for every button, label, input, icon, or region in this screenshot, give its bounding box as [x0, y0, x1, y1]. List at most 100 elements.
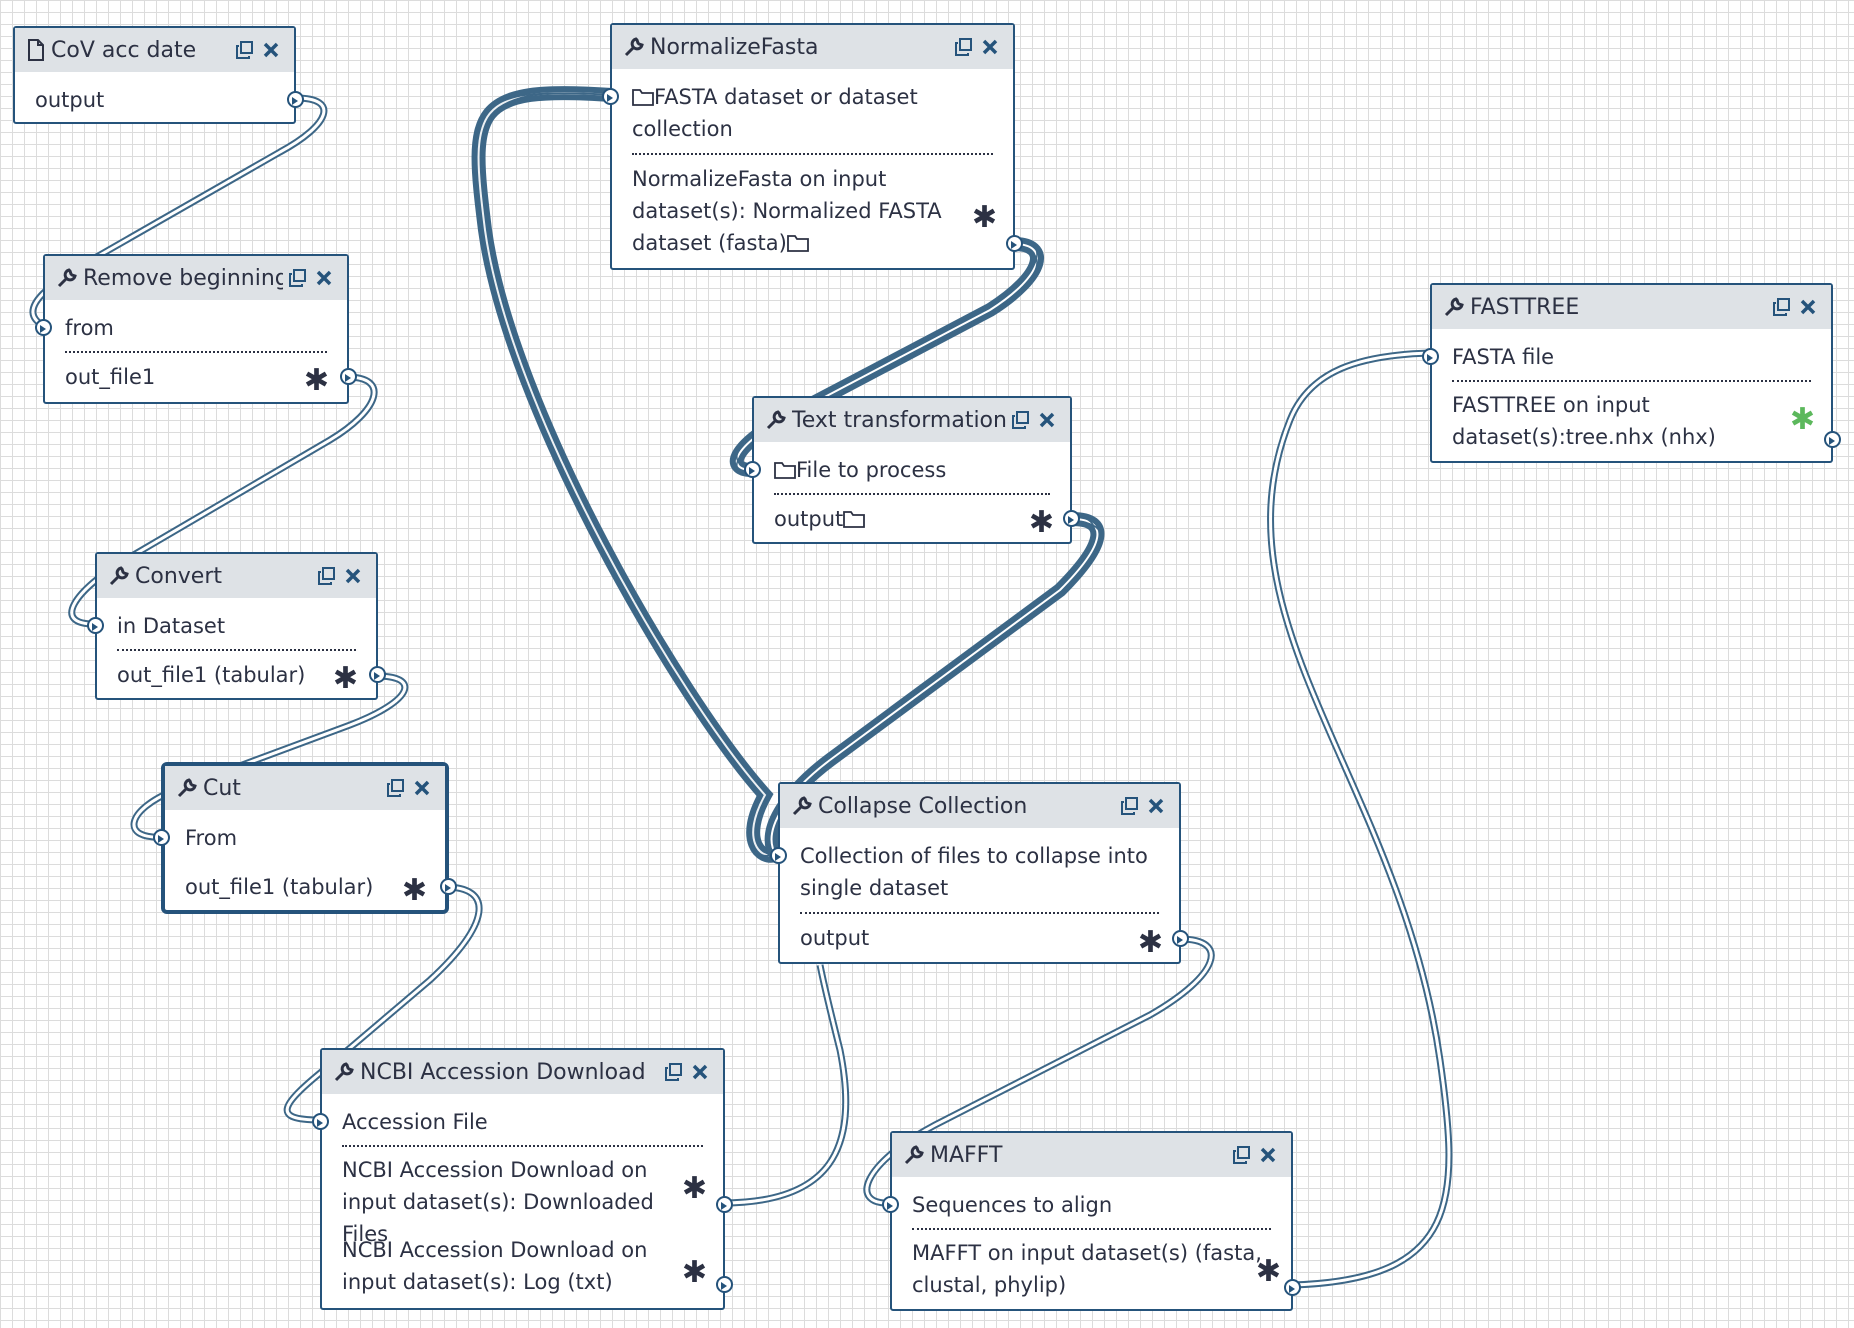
copy-icon[interactable] [234, 39, 256, 61]
output-terminal[interactable] [369, 666, 386, 683]
node-ncbi-accession-download[interactable]: NCBI Accession Download Accession File N… [312, 1048, 733, 1310]
output-terminal[interactable] [287, 91, 304, 108]
separator [774, 493, 1050, 495]
copy-icon[interactable] [287, 267, 309, 289]
output-terminal[interactable] [1284, 1279, 1301, 1296]
wrench-icon [904, 1145, 924, 1165]
node-title: NCBI Accession Download [360, 1059, 646, 1085]
node-cov-acc-date[interactable]: CoV acc date output [13, 26, 304, 124]
input-terminal[interactable] [882, 1196, 899, 1213]
output-terminal[interactable] [1063, 510, 1080, 527]
wrench-icon [334, 1062, 354, 1082]
folder-icon [786, 235, 809, 252]
node-collapse-collection[interactable]: Collapse Collection Collection of files … [770, 782, 1189, 964]
asterisk-icon[interactable]: ✱ [401, 873, 427, 908]
node-header[interactable]: FASTTREE [1432, 285, 1831, 329]
input-terminal[interactable] [87, 617, 104, 634]
output-terminal[interactable] [440, 878, 457, 895]
node-normalize-fasta[interactable]: NormalizeFasta FASTA dataset or dataset … [602, 23, 1023, 270]
asterisk-icon[interactable]: ✱ [332, 661, 358, 696]
asterisk-icon[interactable]: ✱ [1789, 402, 1815, 437]
node-cut[interactable]: Cut From out_file1 (tabular) ✱ [153, 762, 457, 914]
node-title: Collapse Collection [818, 793, 1028, 819]
input-terminal[interactable] [35, 319, 52, 336]
node-convert[interactable]: Convert in Dataset out_file1 (tabular) ✱ [87, 552, 386, 700]
input-terminal[interactable] [770, 847, 787, 864]
output-label-line2: clustal, phylip) [912, 1273, 1067, 1297]
wire-ncbi-collapse [721, 964, 850, 1207]
node-header[interactable]: Remove beginning [45, 256, 347, 300]
node-header[interactable]: Convert [97, 554, 376, 598]
output-label-line2: input dataset(s): Log (txt) [342, 1270, 613, 1294]
node-header[interactable]: NCBI Accession Download [322, 1050, 723, 1094]
output-terminal[interactable] [340, 368, 357, 385]
input-terminal[interactable] [744, 461, 761, 478]
copy-icon[interactable] [663, 1061, 685, 1083]
output-label-line1: MAFFT on input dataset(s) (fasta, [912, 1241, 1262, 1265]
input-label: Accession File [342, 1110, 488, 1134]
asterisk-icon[interactable]: ✱ [303, 363, 329, 398]
input-label-line1: FASTA dataset or dataset [632, 81, 993, 113]
asterisk-icon[interactable]: ✱ [681, 1171, 707, 1206]
output-terminal[interactable] [1006, 235, 1023, 252]
node-header[interactable]: Text transformation [754, 398, 1070, 442]
input-label: From [185, 826, 238, 850]
input-terminal[interactable] [602, 88, 619, 105]
output-terminal[interactable] [716, 1196, 733, 1213]
asterisk-icon[interactable]: ✱ [1255, 1254, 1281, 1289]
node-header[interactable]: Collapse Collection [780, 784, 1179, 828]
copy-icon[interactable] [1771, 296, 1793, 318]
output-terminal[interactable] [716, 1276, 733, 1293]
close-icon[interactable] [1257, 1144, 1279, 1166]
node-header[interactable]: CoV acc date [15, 28, 294, 72]
copy-icon[interactable] [385, 777, 407, 799]
asterisk-icon[interactable]: ✱ [1137, 925, 1163, 960]
node-header[interactable]: MAFFT [892, 1133, 1291, 1177]
node-header[interactable]: Cut [165, 766, 445, 810]
input-terminal[interactable] [312, 1113, 329, 1130]
copy-icon[interactable] [316, 565, 338, 587]
wrench-icon [109, 566, 129, 586]
wrench-icon [792, 796, 812, 816]
close-icon[interactable] [979, 36, 1001, 58]
output-label-line3: dataset (fasta) [632, 227, 993, 259]
close-icon[interactable] [411, 777, 433, 799]
input-label-line1: Collection of files to collapse into [800, 844, 1148, 868]
copy-icon[interactable] [1119, 795, 1141, 817]
output-label: out_file1 [65, 365, 156, 389]
asterisk-icon[interactable]: ✱ [971, 200, 997, 235]
input-terminal[interactable] [1422, 348, 1439, 365]
close-icon[interactable] [342, 565, 364, 587]
output-label-line1: NCBI Accession Download on [342, 1158, 648, 1182]
close-icon[interactable] [313, 267, 335, 289]
node-remove-beginning[interactable]: Remove beginning from out_file1 ✱ [35, 254, 357, 404]
separator [632, 153, 993, 155]
wrench-icon [177, 778, 197, 798]
close-icon[interactable] [1036, 409, 1058, 431]
close-icon[interactable] [689, 1061, 711, 1083]
asterisk-icon[interactable]: ✱ [681, 1255, 707, 1290]
close-icon[interactable] [260, 39, 282, 61]
copy-icon[interactable] [953, 36, 975, 58]
node-text-transformation[interactable]: Text transformation File to process outp… [744, 396, 1080, 544]
output-terminal[interactable] [1172, 930, 1189, 947]
input-label-text: File to process [796, 458, 947, 482]
copy-icon[interactable] [1010, 409, 1032, 431]
node-mafft[interactable]: MAFFT Sequences to align MAFFT on input … [882, 1131, 1301, 1311]
node-title: Text transformation [792, 407, 1006, 433]
copy-icon[interactable] [1231, 1144, 1253, 1166]
input-label-line2: collection [632, 117, 733, 141]
output-terminal[interactable] [1824, 431, 1841, 448]
folder-icon [774, 462, 796, 479]
output-label-line2: input dataset(s): Downloaded Files [342, 1190, 654, 1246]
output-label-line2: dataset(s): Normalized FASTA [632, 199, 942, 223]
input-label-text: FASTA dataset or dataset [654, 85, 918, 109]
node-header[interactable]: NormalizeFasta [612, 25, 1013, 69]
output-label: output [35, 88, 105, 112]
asterisk-icon[interactable]: ✱ [1028, 505, 1054, 540]
close-icon[interactable] [1145, 795, 1167, 817]
node-fasttree[interactable]: FASTTREE FASTA file FASTTREE on input da… [1422, 283, 1841, 463]
close-icon[interactable] [1797, 296, 1819, 318]
input-terminal[interactable] [153, 829, 170, 846]
